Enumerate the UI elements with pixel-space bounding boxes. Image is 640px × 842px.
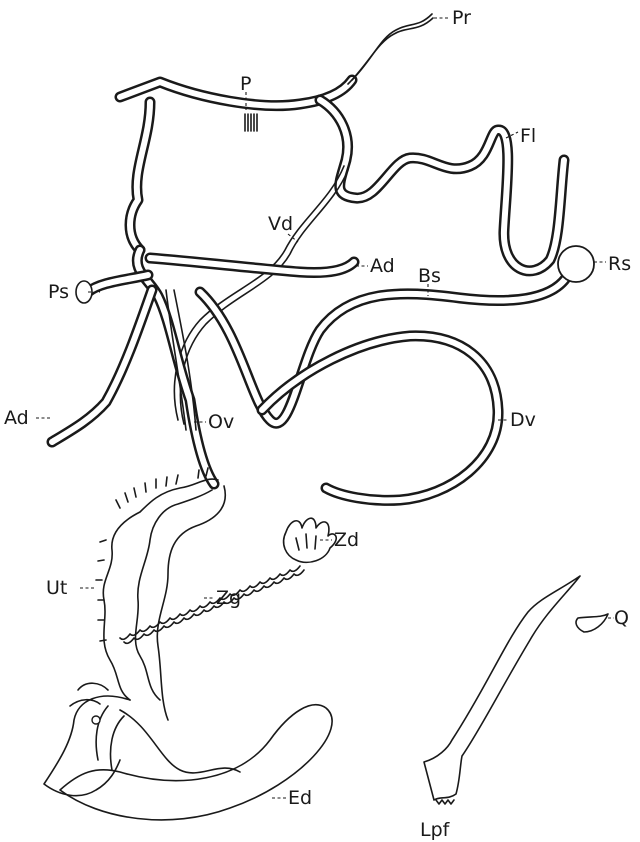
label-zd: Zd (334, 529, 359, 551)
atrium (137, 250, 214, 484)
label-rs: Rs (608, 253, 631, 275)
uterus (96, 468, 225, 720)
diverticulum (262, 336, 498, 500)
love-dart (424, 576, 580, 804)
bursa-stalk (200, 278, 566, 423)
label-vd: Vd (268, 213, 293, 235)
retractor-muscle (348, 14, 433, 84)
label-ps: Ps (48, 281, 69, 303)
penis-duct (120, 80, 352, 250)
hermaphrodite-duct (120, 566, 304, 773)
accessory-gland-lower (52, 290, 152, 442)
label-fl: Fl (520, 125, 536, 147)
label-q: Q (614, 607, 629, 629)
label-pr: Pr (452, 7, 471, 29)
label-lpf: Lpf (420, 819, 451, 841)
small-dart (576, 614, 608, 632)
vagina-base (44, 683, 130, 795)
label-ut: Ut (46, 577, 67, 599)
label-dv: Dv (510, 409, 536, 431)
label-zg: Zg (216, 587, 241, 609)
accessory-gland-upper (150, 258, 354, 273)
label-ov: Ov (208, 411, 234, 433)
label-p: P (240, 73, 251, 95)
label-ad-upper: Ad (370, 255, 395, 277)
prostate (76, 275, 148, 303)
label-ed: Ed (288, 787, 312, 809)
receptaculum-seminis (558, 246, 594, 282)
label-bs: Bs (418, 265, 441, 287)
label-ad-lower: Ad (4, 407, 29, 429)
